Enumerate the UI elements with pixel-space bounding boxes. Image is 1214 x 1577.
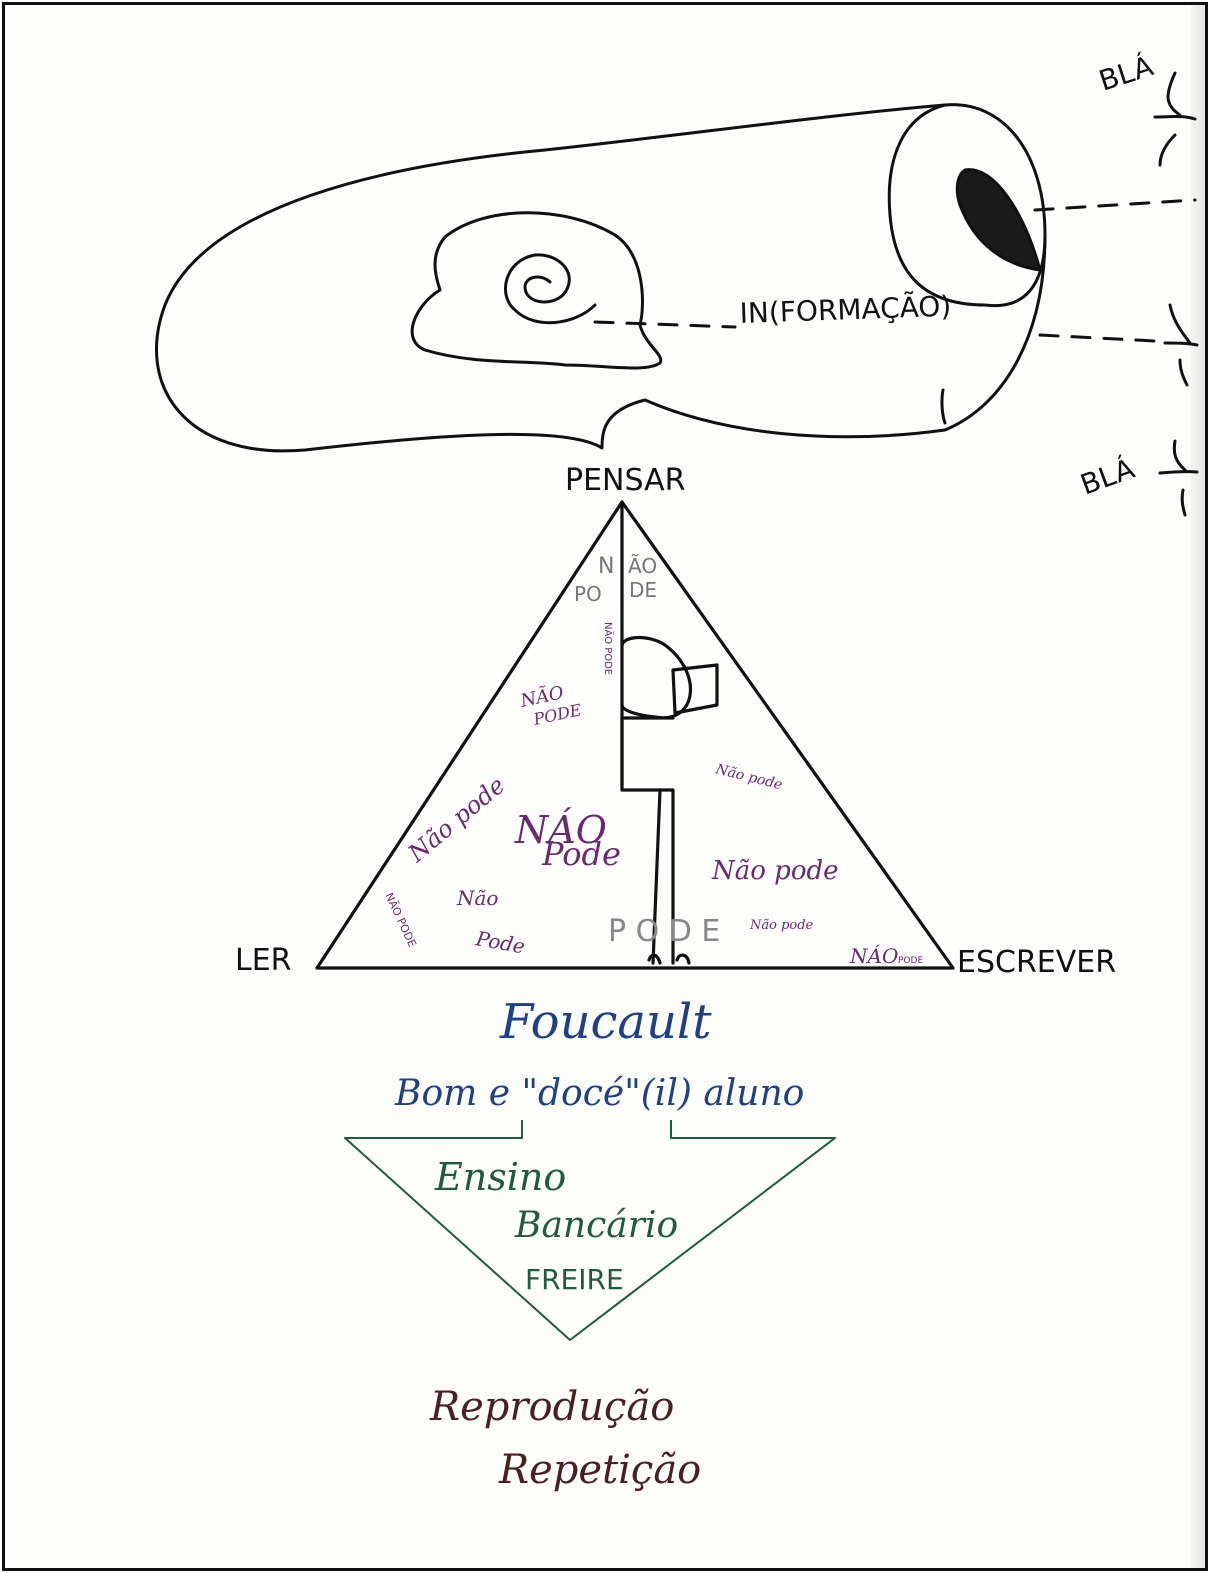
gray-n: N: [598, 554, 614, 579]
speech-marks-middle: [1165, 305, 1197, 385]
speech-marks-bottom: [1160, 441, 1197, 515]
chin-mark: [942, 390, 945, 423]
gray-pode-bottom: P O D E: [608, 914, 720, 949]
nao-pode-8a: NÁO: [849, 944, 898, 968]
foucault-text: Foucault: [499, 994, 712, 1050]
nao-pode-big-2: Pode: [541, 835, 621, 873]
nao-pode-4: NÃO PODE: [382, 891, 418, 949]
nao-pode-8b: PODE: [898, 956, 923, 966]
reproducao-text: Reprodução: [429, 1384, 674, 1430]
dashed-line-right: [1040, 335, 1155, 341]
bancario-text: Bancário: [514, 1205, 678, 1246]
bla-bottom-label: BLÁ: [1076, 451, 1139, 502]
bom-aluno-text: Bom e "docé"(il) aluno: [394, 1073, 804, 1114]
figure-feet: [649, 955, 689, 963]
nao-pode-5: Não pode: [713, 761, 784, 793]
gray-de: DE: [629, 578, 657, 602]
nao-pode-3b: Pode: [473, 926, 527, 958]
right-label: ESCREVER: [957, 945, 1116, 980]
spiral: [505, 255, 595, 323]
diagram-canvas: IN(FORMAÇÃO) BLÁ BLÁ PENSAR LER ESCREVER…: [5, 5, 1208, 1571]
dashed-line-middle: [595, 322, 735, 327]
repeticao-text: Repetição: [498, 1447, 701, 1493]
ensino-text: Ensino: [434, 1155, 566, 1199]
bla-top-label: BLÁ: [1095, 48, 1157, 97]
nao-pode-vertical: NÃO PODE: [602, 622, 615, 675]
gray-ao: ÃO: [628, 554, 657, 578]
brain-drawing: [156, 73, 1197, 515]
left-label: LER: [235, 943, 292, 978]
speech-marks-top: [1155, 73, 1195, 165]
apex-label: PENSAR: [565, 463, 685, 498]
nao-pode-7: Não pode: [749, 918, 814, 933]
gray-po: PO: [574, 582, 602, 606]
figure-book: [673, 665, 717, 713]
pupil-shading: [957, 170, 1040, 270]
nao-pode-3a: Não: [456, 886, 498, 910]
freire-text: FREIRE: [525, 1263, 624, 1296]
nao-pode-6: Não pode: [711, 856, 839, 886]
figure-head: [622, 638, 690, 718]
dashed-line-top: [1035, 200, 1195, 210]
info-label: IN(FORMAÇÃO): [739, 290, 952, 330]
inner-brain-lobe: [412, 213, 661, 368]
nao-pode-2: Não pode: [402, 771, 510, 868]
